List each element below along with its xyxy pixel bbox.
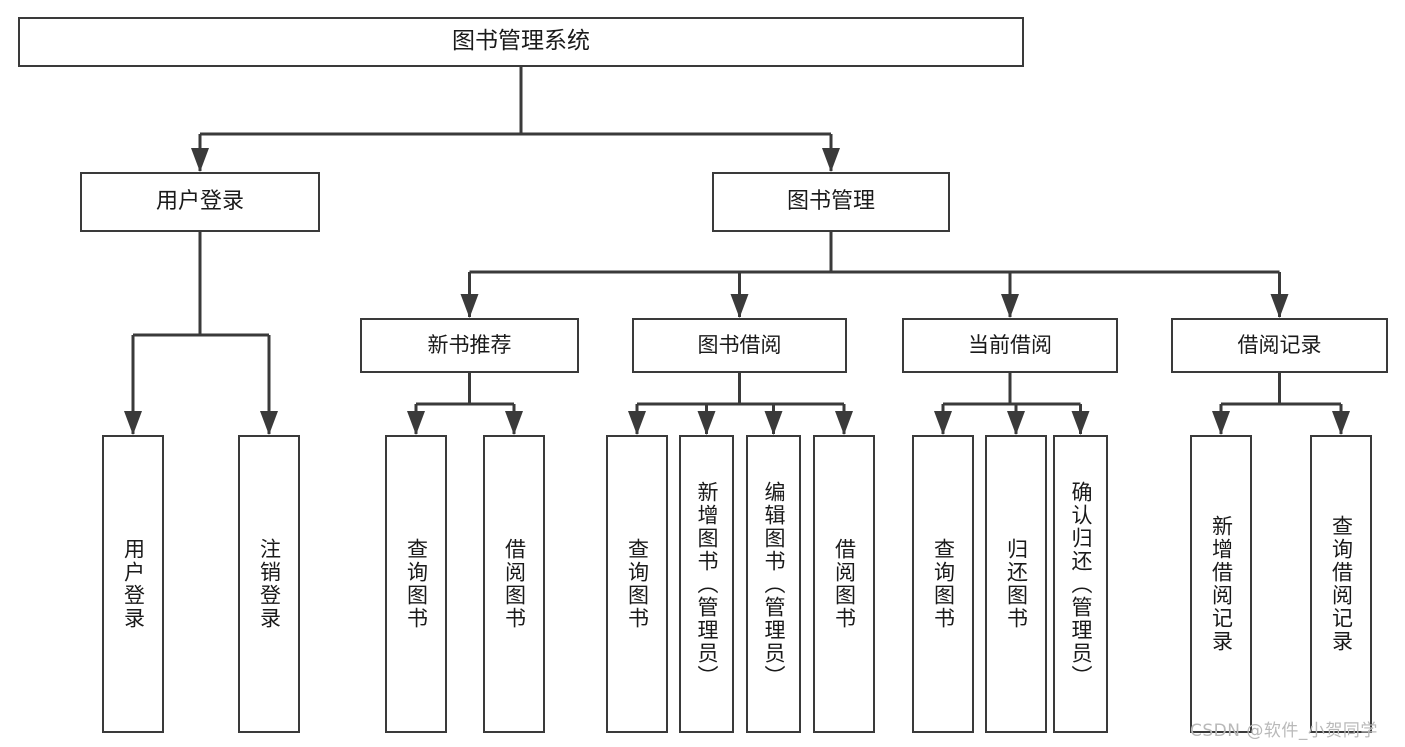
edge-arrowhead	[764, 411, 783, 435]
edge-arrowhead	[260, 411, 278, 435]
node-label: 查询图书	[931, 538, 956, 630]
edge-arrowhead	[730, 294, 749, 318]
node-borrow-record[interactable]: 借阅记录	[1171, 318, 1388, 373]
edge-arrowhead	[822, 148, 840, 172]
node-root[interactable]: 图书管理系统	[18, 17, 1024, 67]
node-label: 查询借阅记录	[1329, 515, 1354, 653]
node-label: 图书管理	[786, 189, 875, 215]
node-label: 查询图书	[625, 538, 650, 630]
edge-arrowhead	[1071, 411, 1090, 435]
node-label: 新增借阅记录	[1209, 515, 1234, 653]
node-label: 归还图书	[1004, 538, 1029, 630]
node-leaf-user-logout[interactable]: 注销登录	[238, 435, 300, 733]
node-label: 用户登录	[121, 538, 146, 630]
node-leaf-br-add[interactable]: 新增借阅记录	[1190, 435, 1252, 733]
node-leaf-cb-confirm[interactable]: 确认归还（管理员）	[1053, 435, 1108, 733]
node-current-borrow[interactable]: 当前借阅	[902, 318, 1118, 373]
edge-arrowhead	[1270, 294, 1289, 318]
node-label: 当前借阅	[968, 333, 1052, 358]
edge-arrowhead	[697, 411, 716, 435]
node-label: 新书推荐	[427, 333, 512, 358]
node-label: 新增图书（管理员）	[695, 480, 719, 688]
node-book-borrow[interactable]: 图书借阅	[632, 318, 847, 373]
node-label: 借阅记录	[1237, 333, 1322, 358]
edge-arrowhead	[460, 294, 479, 318]
node-user-login[interactable]: 用户登录	[80, 172, 320, 232]
node-label: 注销登录	[257, 538, 282, 630]
node-book-manage[interactable]: 图书管理	[712, 172, 950, 232]
node-new-book-rec[interactable]: 新书推荐	[360, 318, 579, 373]
node-leaf-cb-query[interactable]: 查询图书	[912, 435, 974, 733]
node-leaf-bb-add[interactable]: 新增图书（管理员）	[679, 435, 734, 733]
node-leaf-bb-borrow[interactable]: 借阅图书	[813, 435, 875, 733]
node-label: 确认归还（管理员）	[1069, 480, 1093, 688]
node-leaf-bb-query[interactable]: 查询图书	[606, 435, 668, 733]
node-leaf-br-query[interactable]: 查询借阅记录	[1310, 435, 1372, 733]
edge-arrowhead	[835, 411, 853, 435]
csdn-watermark: CSDN @软件_小贺同学	[1190, 721, 1378, 741]
node-label: 查询图书	[404, 538, 429, 630]
node-leaf-rec-query[interactable]: 查询图书	[385, 435, 447, 733]
node-label: 借阅图书	[502, 538, 527, 630]
edge-arrowhead	[124, 411, 142, 435]
edge-arrowhead	[191, 148, 209, 172]
node-label: 图书管理系统	[452, 28, 590, 55]
node-leaf-bb-edit[interactable]: 编辑图书（管理员）	[746, 435, 801, 733]
node-label: 编辑图书（管理员）	[762, 480, 786, 688]
edge-arrowhead	[1001, 294, 1019, 318]
node-label: 图书借阅	[697, 333, 782, 358]
node-leaf-user-login[interactable]: 用户登录	[102, 435, 164, 733]
edge-arrowhead	[1212, 411, 1230, 435]
edge-arrowhead	[1332, 411, 1350, 435]
node-leaf-cb-return[interactable]: 归还图书	[985, 435, 1047, 733]
edge-arrowhead	[1007, 411, 1025, 435]
node-leaf-rec-borrow[interactable]: 借阅图书	[483, 435, 545, 733]
edge-arrowhead	[934, 411, 952, 435]
node-label: 用户登录	[155, 189, 244, 215]
edge-arrowhead	[628, 411, 646, 435]
edge-arrowhead	[505, 411, 523, 435]
edge-arrowhead	[407, 411, 425, 435]
node-label: 借阅图书	[832, 538, 857, 630]
